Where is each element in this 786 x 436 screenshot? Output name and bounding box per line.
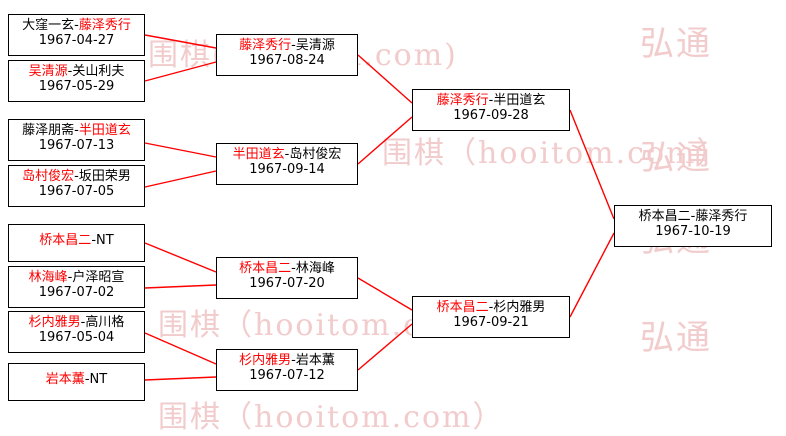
player-name: 桥本昌二: [638, 209, 691, 224]
player-name: 桥本昌二: [39, 233, 92, 248]
player-name: 杉内雅男: [493, 300, 546, 315]
match-date: 1967-07-20: [249, 275, 325, 291]
player-name: 岛村俊宏: [22, 169, 75, 184]
match-date: 1967-09-28: [453, 107, 529, 123]
player-name: NT: [89, 372, 108, 387]
player-name: 桥本昌二: [239, 261, 292, 276]
player-name: 藤泽秀行: [78, 18, 131, 33]
player-name: 藤泽秀行: [695, 209, 748, 224]
player-name: 关山利夫: [72, 64, 125, 79]
match-node-r3m1[interactable]: 藤泽秀行-半田道玄 1967-09-28: [412, 89, 570, 131]
match-date: 1967-07-12: [249, 367, 325, 383]
player-name: 藤泽朋斋: [22, 123, 75, 138]
match-date: 1967-04-27: [38, 32, 115, 48]
match-node-final[interactable]: 桥本昌二-藤泽秀行 1967-10-19: [614, 205, 772, 247]
match-node-r1m1[interactable]: 大窪一玄-藤泽秀行 1967-04-27: [8, 14, 145, 56]
player-name: 杉内雅男: [239, 353, 292, 368]
match-node-r1m6[interactable]: 林海峰-户泽昭宣 1967-07-02: [8, 266, 145, 308]
player-name: 高川格: [85, 315, 125, 330]
match-date: 1967-09-14: [249, 161, 325, 177]
match-date: 1967-10-19: [655, 223, 731, 239]
match-date: 1967-08-24: [249, 52, 325, 68]
match-node-r2m4[interactable]: 杉内雅男-岩本薫 1967-07-12: [216, 349, 358, 391]
player-name: 藤泽秀行: [239, 38, 292, 53]
match-node-r1m5[interactable]: 桥本昌二-NT: [8, 224, 145, 262]
player-name: 岩本薫: [295, 353, 335, 368]
player-name: 吴清源: [28, 64, 68, 79]
match-node-r1m4[interactable]: 岛村俊宏-坂田荣男 1967-07-05: [8, 165, 145, 207]
match-date: 1967-07-05: [38, 183, 115, 199]
player-name: 桥本昌二: [436, 300, 489, 315]
player-name: 岩本薫: [45, 372, 85, 387]
player-name: 林海峰: [28, 270, 68, 285]
match-date: 1967-05-04: [38, 329, 115, 345]
match-node-r2m2[interactable]: 半田道玄-岛村俊宏 1967-09-14: [216, 143, 358, 185]
match-node-r1m2[interactable]: 吴清源-关山利夫 1967-05-29: [8, 60, 145, 102]
match-date: 1967-07-02: [38, 284, 115, 300]
player-name: 半田道玄: [493, 93, 546, 108]
player-name: 户泽昭宣: [72, 270, 125, 285]
player-name: 岛村俊宏: [289, 147, 342, 162]
player-name: 藤泽秀行: [436, 93, 489, 108]
player-name: 坂田荣男: [78, 169, 131, 184]
player-name: NT: [96, 233, 114, 248]
match-node-r1m7[interactable]: 杉内雅男-高川格 1967-05-04: [8, 311, 145, 353]
match-node-r1m8[interactable]: 岩本薫-NT: [8, 363, 145, 401]
player-name: 半田道玄: [78, 123, 131, 138]
match-node-r3m2[interactable]: 桥本昌二-杉内雅男 1967-09-21: [412, 296, 570, 338]
match-date: 1967-09-21: [453, 314, 529, 330]
player-name: 杉内雅男: [28, 315, 81, 330]
player-name: 林海峰: [295, 261, 335, 276]
match-node-r2m1[interactable]: 藤泽秀行-吴清源 1967-08-24: [216, 34, 358, 76]
match-date: 1967-05-29: [38, 78, 115, 94]
match-date: 1967-07-13: [38, 137, 115, 153]
player-name: 大窪一玄: [22, 18, 75, 33]
match-node-r1m3[interactable]: 藤泽朋斋-半田道玄 1967-07-13: [8, 119, 145, 161]
match-node-r2m3[interactable]: 桥本昌二-林海峰 1967-07-20: [216, 257, 358, 299]
player-name: 吴清源: [295, 38, 335, 53]
player-name: 半田道玄: [232, 147, 285, 162]
